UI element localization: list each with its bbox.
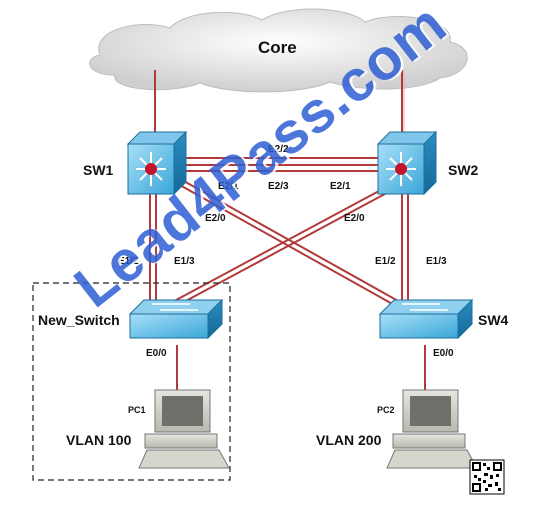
pc1-computer-icon[interactable] xyxy=(138,389,230,469)
new-switch-label: New_Switch xyxy=(38,312,120,328)
pc2-label: PC2 xyxy=(377,405,395,415)
port-label-sw1-e1-3: E1/3 xyxy=(174,256,195,267)
core-label: Core xyxy=(258,38,297,57)
port-label-sw2-e2-0: E2/0 xyxy=(344,213,365,224)
sw4-label: SW4 xyxy=(478,312,509,328)
link-sw1-sw4-b xyxy=(181,179,401,303)
port-label-sw1-e2-0: E2/0 xyxy=(205,213,226,224)
sw1-label: SW1 xyxy=(83,162,114,178)
new-switch-boundary-box xyxy=(32,282,231,481)
pc2-computer-icon[interactable] xyxy=(386,389,478,469)
port-label-sw1-e1-2: E1/2 xyxy=(118,256,139,267)
core-cloud xyxy=(89,8,468,93)
link-sw2-newswitch-a xyxy=(164,183,393,307)
link-sw1-sw4-a xyxy=(177,183,397,307)
qr-code-icon xyxy=(469,459,505,495)
sw2-label: SW2 xyxy=(448,162,479,178)
sw4-switch-icon[interactable] xyxy=(378,298,474,340)
port-label-sw2-e2-1: E2/1 xyxy=(330,181,351,192)
sw1-switch-icon[interactable] xyxy=(126,130,188,196)
port-label-e2-3: E2/3 xyxy=(268,181,289,192)
port-label-sw1-e2-1: E2/1 xyxy=(218,181,239,192)
port-label-sw4-e0-0: E0/0 xyxy=(433,348,454,359)
link-sw2-newswitch-b xyxy=(168,187,397,311)
pc1-vlan-label: VLAN 100 xyxy=(66,432,132,448)
new-switch-icon[interactable] xyxy=(128,298,224,340)
port-label-e2-2: E2/2 xyxy=(268,144,289,155)
pc2-vlan-label: VLAN 200 xyxy=(316,432,382,448)
links xyxy=(149,70,426,392)
pc1-label: PC1 xyxy=(128,405,146,415)
port-label-new-switch-e0-0: E0/0 xyxy=(146,348,167,359)
port-label-sw2-e1-3: E1/3 xyxy=(426,256,447,267)
sw2-switch-icon[interactable] xyxy=(376,130,438,196)
port-label-sw2-e1-2: E1/2 xyxy=(375,256,396,267)
